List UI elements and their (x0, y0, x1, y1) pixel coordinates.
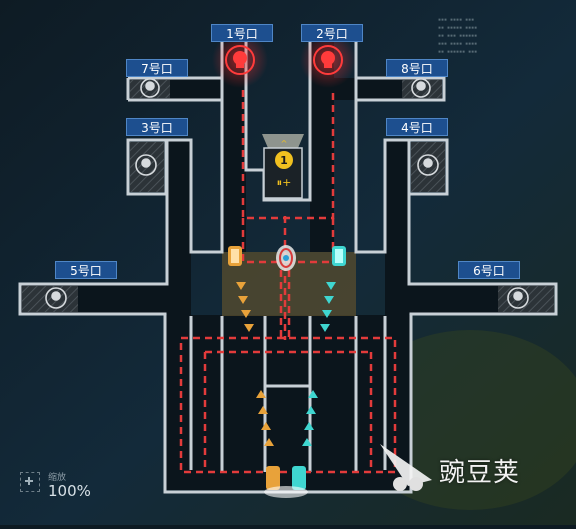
enemy-route (179, 90, 397, 474)
enemy-spawn-1[interactable] (212, 32, 268, 88)
chevron-up-icon: ^ (281, 139, 288, 148)
zoom-value[interactable]: 100% (48, 482, 91, 500)
skull-icon-3 (135, 154, 157, 176)
portal-label-4: 4号口 (386, 118, 448, 136)
zoom-icon[interactable] (20, 472, 40, 492)
portal-label-3: 3号口 (126, 118, 188, 136)
enemy-spawn-2[interactable] (300, 32, 356, 88)
operator-cost: 1 (280, 154, 288, 167)
zoom-label: 缩放 (48, 473, 67, 483)
route-arrows-orange (236, 282, 274, 446)
portal-label-2: 2号口 (301, 24, 363, 42)
watermark-logo-icon (380, 444, 432, 491)
hud-readout: ▪▪▪ ▪▪▪▪ ▪▪▪▪▪ ▪▪▪▪▪ ▪▪▪▪▪▪ ▪▪▪ ▪▪▪▪▪▪▪▪… (438, 17, 478, 55)
route-arrows-cyan (302, 282, 336, 446)
plus-icon: ⏸+ (277, 176, 292, 189)
skull-icons (45, 78, 529, 309)
skull-icon-5 (45, 287, 67, 309)
skull-icon-7 (140, 78, 160, 98)
ally-marker-bottom[interactable] (264, 466, 308, 498)
portal-label-8: 8号口 (386, 59, 448, 77)
ally-marker-left[interactable] (228, 246, 242, 266)
skull-icon-8 (411, 78, 431, 98)
ally-marker-right[interactable] (332, 246, 346, 266)
portal-label-1: 1号口 (211, 24, 273, 42)
portal-label-5: 5号口 (55, 261, 117, 279)
skull-icon-4 (417, 154, 439, 176)
portal-label-7: 7号口 (126, 59, 188, 77)
skull-icon-6 (507, 287, 529, 309)
objective-marker[interactable] (276, 245, 296, 271)
portal-label-6: 6号口 (458, 261, 520, 279)
operator-tile[interactable]: 1 ⏸+ ^ (262, 134, 304, 199)
watermark-text: 豌豆荚 (439, 458, 521, 488)
